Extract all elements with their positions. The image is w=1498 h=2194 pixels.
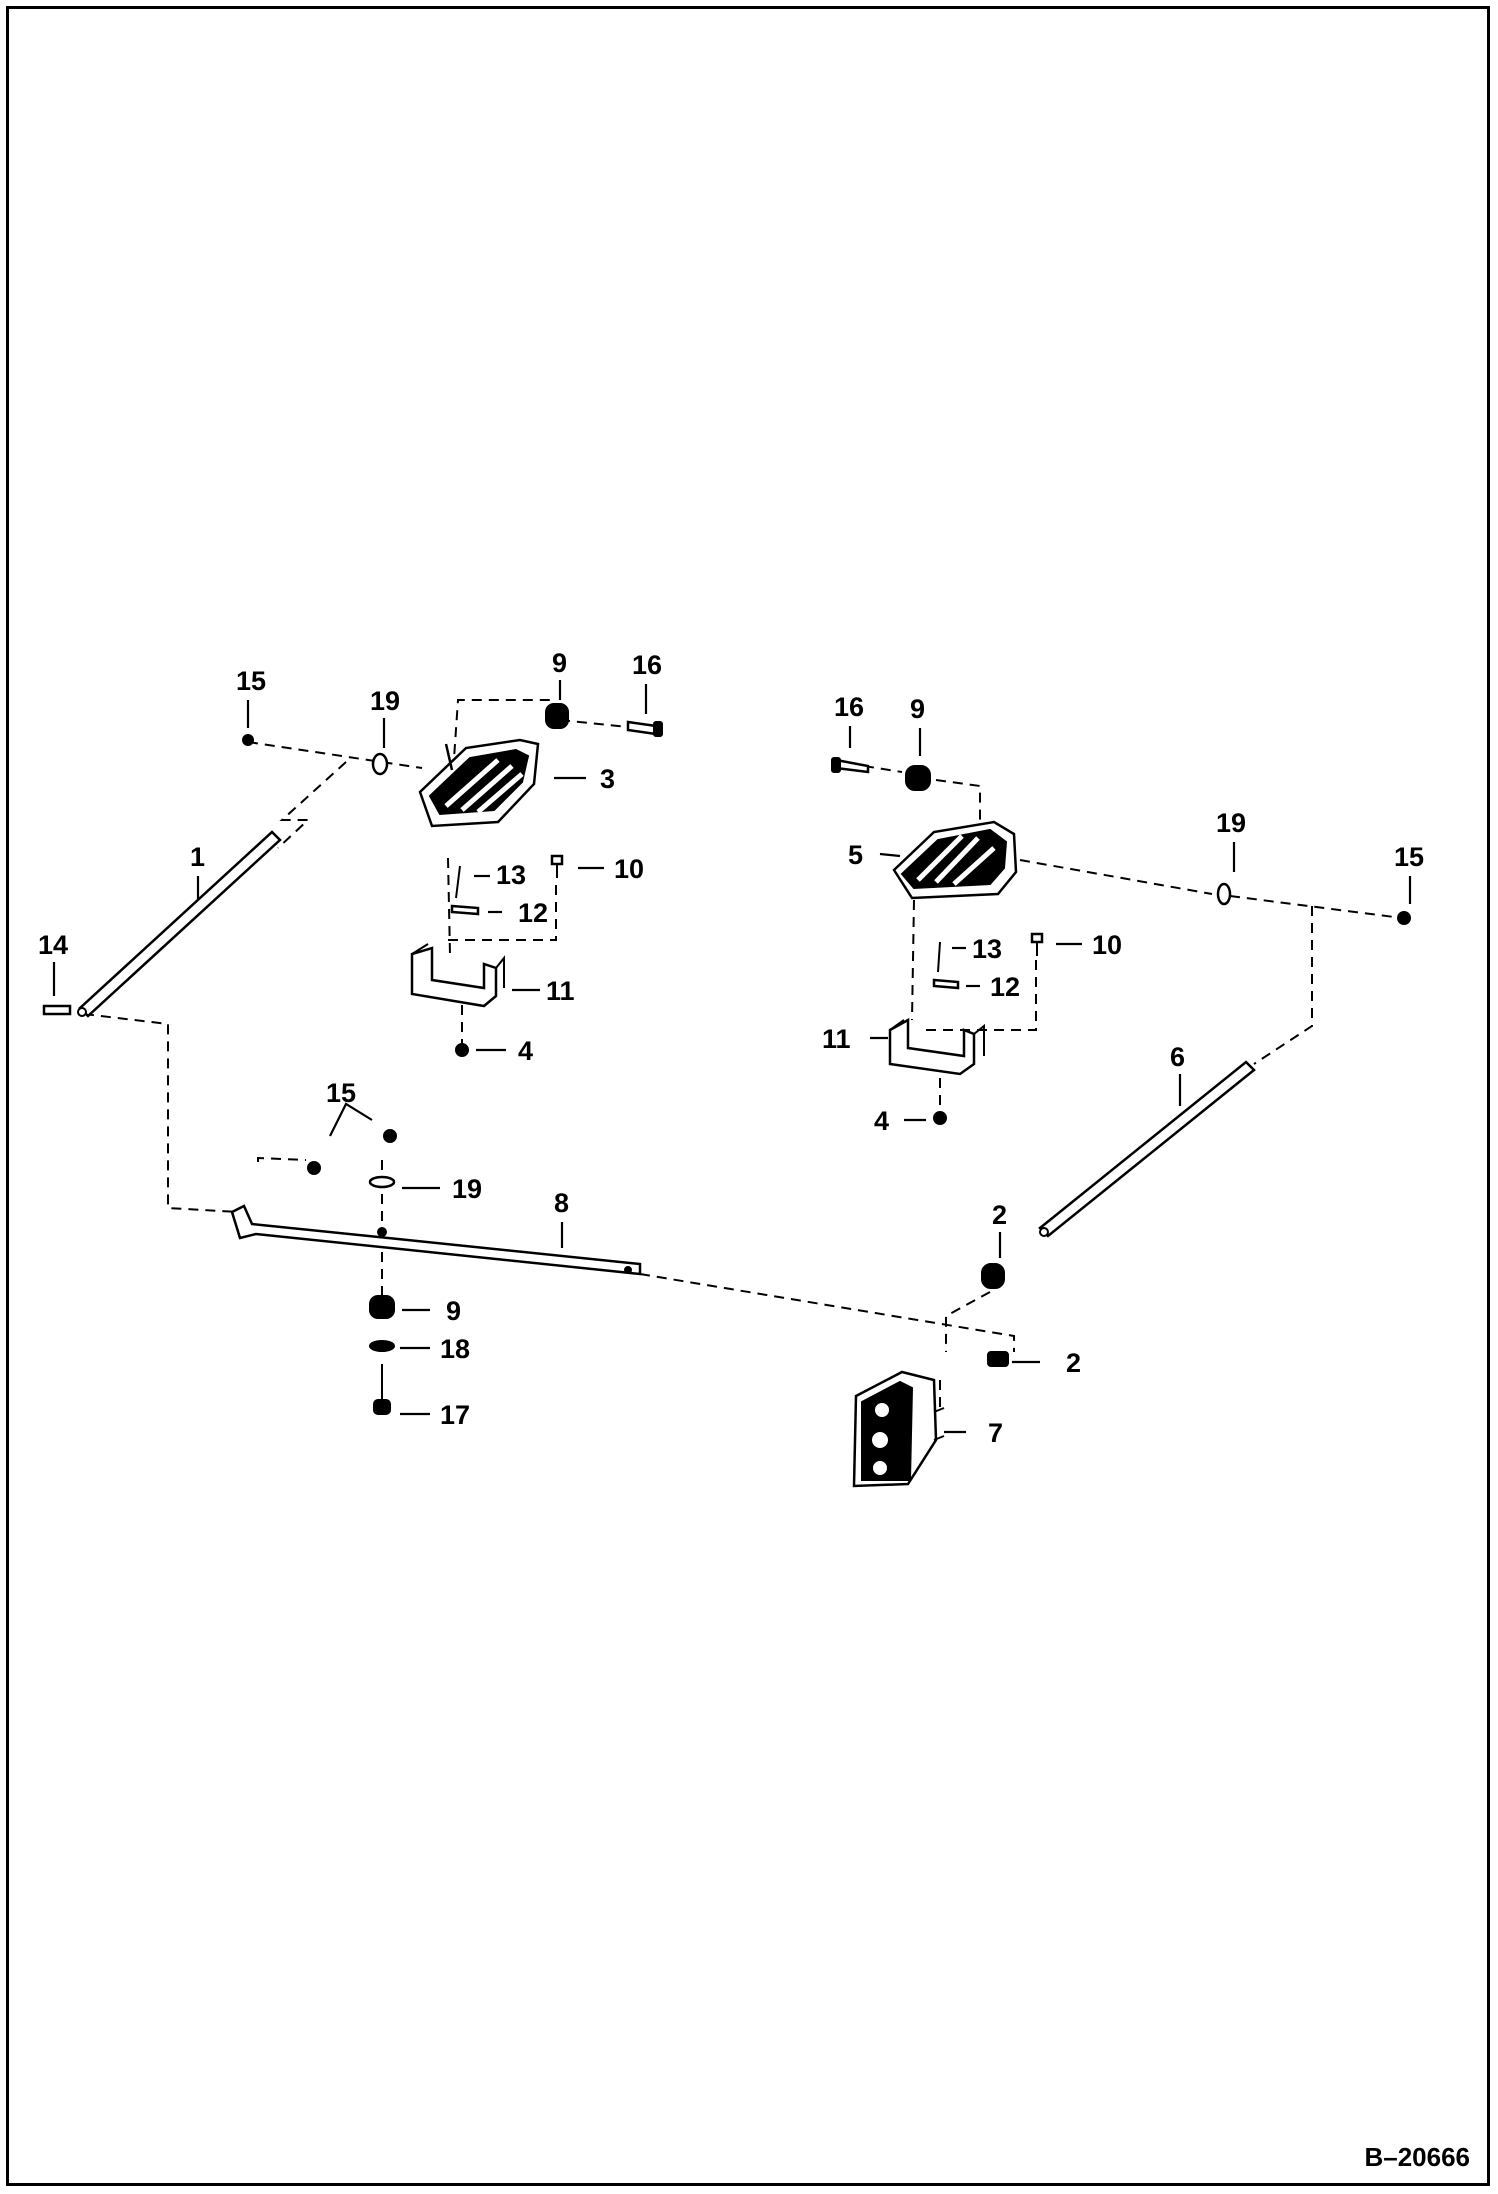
bolt-16-left: [626, 720, 658, 736]
diagram-frame: [6, 6, 1490, 2186]
figure-reference: B–20666: [1364, 2142, 1470, 2172]
callout-10: 10: [614, 854, 644, 884]
callout-11: 11: [822, 1024, 851, 1054]
nut-15-left: [242, 734, 254, 746]
callout-12: 12: [518, 898, 548, 928]
bushing-9-lower: [369, 1295, 395, 1319]
pedal-3: [418, 738, 540, 828]
pin-13-right: [937, 941, 941, 973]
callout-6: 6: [1170, 1042, 1185, 1072]
callout-13: 13: [496, 860, 526, 890]
washer-19-left: [371, 752, 389, 776]
callout-9: 9: [552, 648, 567, 678]
callout-17: 17: [440, 1400, 470, 1430]
callout-16: 16: [632, 650, 662, 680]
callout-15: 15: [326, 1078, 356, 1108]
leader-lines: [52, 680, 1412, 1434]
valve-7: [852, 1370, 945, 1488]
callout-15: 15: [1394, 842, 1424, 872]
callout-12: 12: [990, 972, 1020, 1002]
callout-1: 1: [190, 842, 205, 872]
bushing-9-right: [905, 765, 931, 791]
lower-assembly: [230, 1129, 1009, 1488]
callout-19: 19: [370, 686, 400, 716]
bolt-14: [42, 1004, 72, 1016]
nut-15-lower-b: [383, 1129, 397, 1143]
callout-9: 9: [910, 694, 925, 724]
callout-5: 5: [848, 840, 863, 870]
callout-7: 7: [988, 1418, 1003, 1448]
callout-16: 16: [834, 692, 864, 722]
nut-15-lower-a: [307, 1161, 321, 1175]
callout-4: 4: [518, 1036, 533, 1066]
bolt-17: [373, 1364, 391, 1415]
pin-13-left: [455, 865, 461, 899]
nut-15-right: [1397, 911, 1411, 925]
nut-4-right: [933, 1111, 947, 1125]
callout-labels: 15 19 9 16 3 1 13 10 12 14 11 4 16 9 19 …: [38, 648, 1424, 1448]
pedal-5: [892, 820, 1018, 900]
callout-18: 18: [440, 1334, 470, 1364]
callout-2: 2: [992, 1200, 1007, 1230]
callout-4: 4: [874, 1106, 889, 1136]
bushing-2-lower: [987, 1351, 1009, 1367]
rod-1: [77, 830, 282, 1018]
right-pedal-assembly: [831, 757, 1411, 1238]
bolt-10-left: [550, 854, 564, 878]
washer-18: [369, 1340, 395, 1352]
washer-19-right: [1216, 882, 1232, 906]
callout-19: 19: [452, 1174, 482, 1204]
left-pedal-assembly: [42, 703, 663, 1057]
bracket-11-right: [888, 1017, 985, 1076]
bushing-2-upper: [981, 1263, 1005, 1289]
washer-19-lower: [368, 1175, 396, 1189]
bushing-9-left: [545, 703, 569, 729]
callout-10: 10: [1092, 930, 1122, 960]
callout-11: 11: [546, 976, 575, 1006]
callout-3: 3: [600, 764, 615, 794]
callout-15: 15: [236, 666, 266, 696]
callout-14: 14: [38, 930, 68, 960]
callout-9: 9: [446, 1296, 461, 1326]
assembly-lines: [83, 699, 1403, 1410]
bracket-11-left: [410, 943, 505, 1008]
callout-2: 2: [1066, 1348, 1081, 1378]
callout-13: 13: [972, 934, 1002, 964]
callout-8: 8: [554, 1188, 569, 1218]
callout-19: 19: [1216, 808, 1246, 838]
rod-6: [1038, 1060, 1256, 1238]
bolt-10-right: [1030, 932, 1044, 956]
bolt-12-left: [450, 904, 480, 916]
bolt-12-right: [932, 978, 960, 990]
nut-4-left: [455, 1043, 469, 1057]
bar-8: [230, 1204, 642, 1276]
